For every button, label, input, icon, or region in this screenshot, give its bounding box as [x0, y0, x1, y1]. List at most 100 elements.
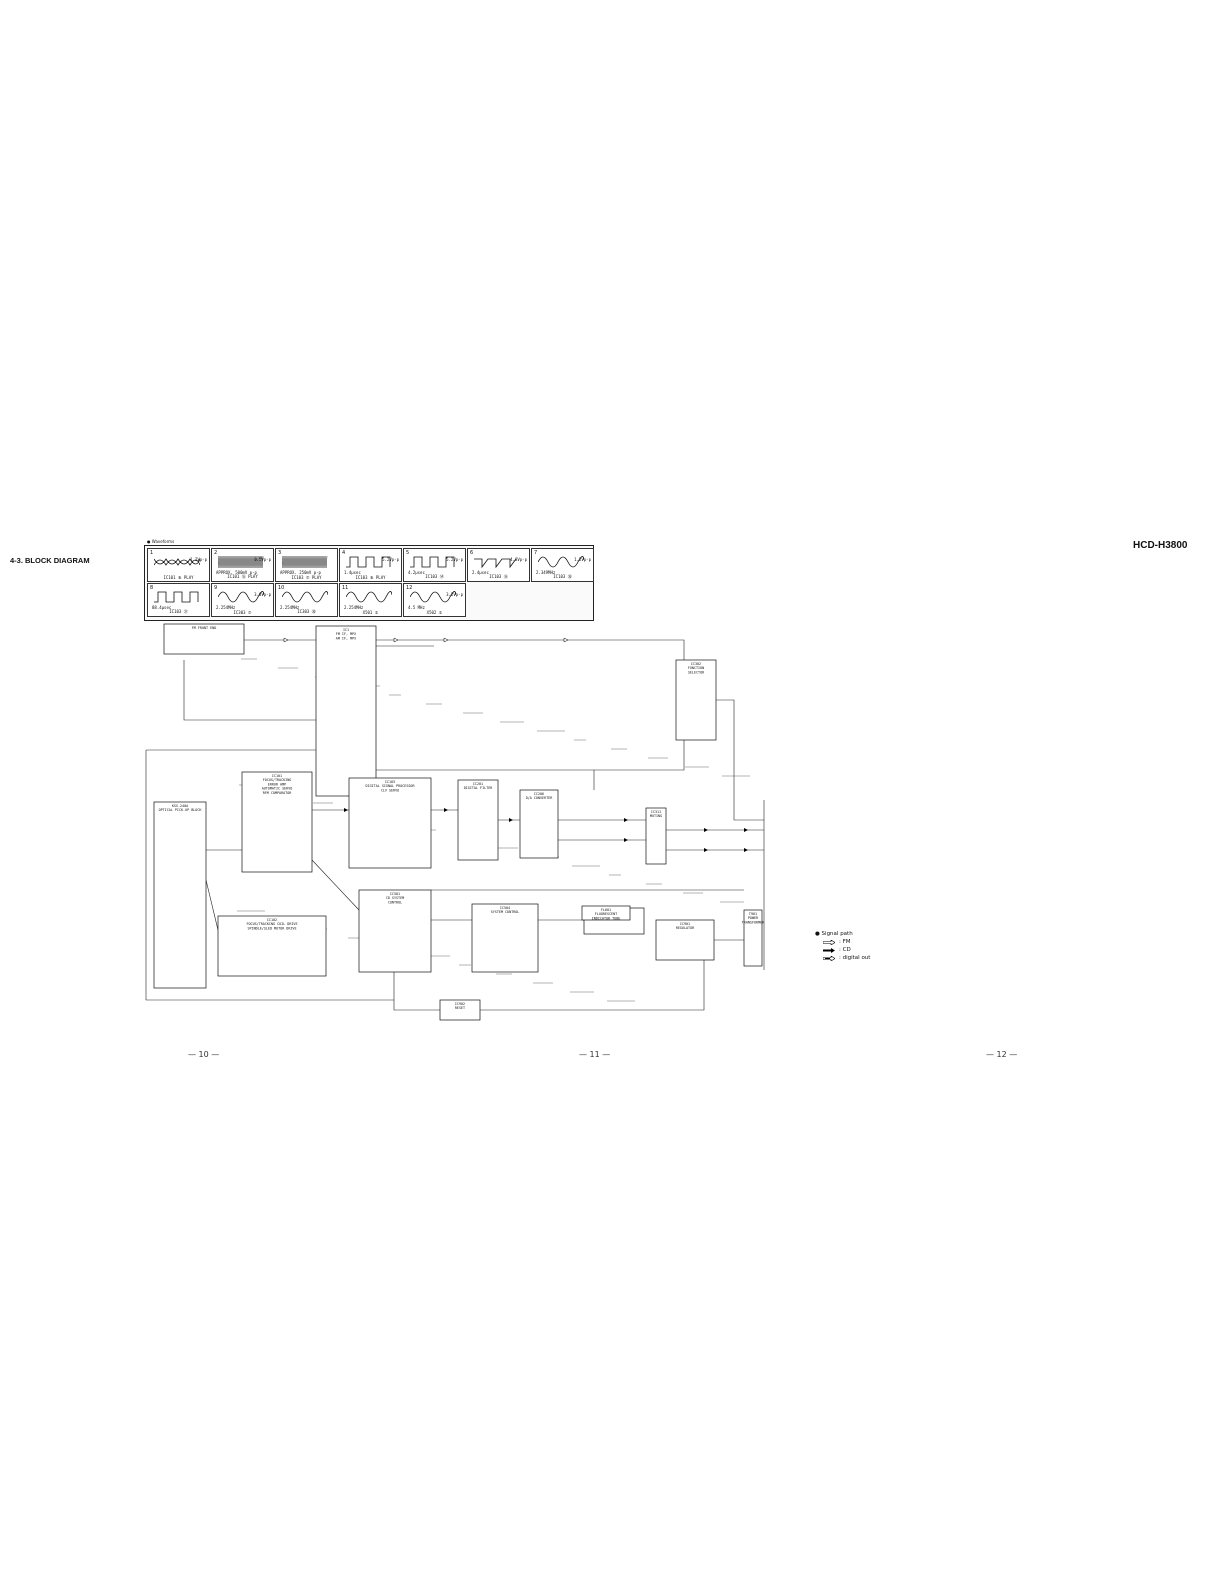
waveform-caption: X501 ① [362, 610, 379, 615]
waveform-number: 9 [214, 585, 218, 591]
signal-wire [183, 660, 264, 721]
page-number-left: — 10 — [188, 1050, 220, 1059]
waveform-caption: IC103 ⑲ [489, 574, 508, 579]
block-label: IC206 [534, 792, 544, 796]
block-label: AUTOMATIC SERVO [262, 787, 293, 791]
block-outline [217, 915, 327, 977]
waveform-period: 4.2μsec [408, 570, 425, 575]
page-number-right: — 12 — [986, 1050, 1018, 1059]
waveform-caption: IC101 ⑮ PLAY [227, 574, 258, 579]
signal-wire [376, 740, 685, 771]
block-label: DIGITAL FILTER [464, 786, 494, 790]
block-label: T901 [749, 912, 757, 916]
block-label: FLUORESCENT [595, 912, 617, 916]
block-label: RESET [455, 1006, 465, 1010]
waveform-trace [282, 555, 328, 569]
waveform-amplitude: 0.5Vp-p [254, 557, 271, 562]
cd-path-arrow [744, 848, 748, 852]
legend-item-fm: : FM [823, 938, 870, 946]
block-label: IC201 [473, 782, 483, 786]
signal-wire [145, 750, 394, 1001]
block-label: KSS-240A [172, 804, 188, 808]
waveform-period: APPROX. 500mV p-p [216, 570, 257, 575]
waveform-trace [346, 556, 391, 568]
block-outline [743, 909, 763, 967]
signal-wire [480, 960, 705, 1011]
block-label: IC311 [651, 810, 661, 814]
signal-path-legend: ● Signal path : FM : CD : digital out [815, 930, 870, 962]
block-label: DIGITAL SIGNAL PROCESSOR [366, 784, 416, 788]
legend-title: ● Signal path [815, 931, 853, 937]
waveform-caption: IC103 ⑳ [553, 574, 572, 579]
waveform-number: 5 [406, 550, 410, 556]
waveform-period: 2.4μsec [472, 570, 489, 575]
block-label: D/A CONVERTER [526, 796, 553, 800]
waveform-period: APPROX. 250mV p-p [280, 570, 321, 575]
model-number: HCD-H3800 [1133, 540, 1188, 551]
waveform-number: 2 [214, 550, 218, 556]
block-fm-front: FM FRONT END [163, 623, 245, 655]
block-outline [645, 807, 667, 865]
waveform-number: 12 [406, 585, 413, 591]
block-label: CD SYSTEM [386, 896, 404, 900]
cd-path-arrow [704, 828, 708, 832]
waveform-amplitude: 3.8Vp-p [254, 592, 271, 597]
legend-item-cd: : CD [823, 946, 870, 954]
block-label: FOCUS/TRACKING COIL DRIVE [246, 922, 297, 926]
waveform-caption: IC103 ⑦ PLAY [291, 575, 322, 580]
waveform-period: 2.254MHz [280, 605, 300, 610]
legend-label: : CD [839, 947, 851, 953]
arrow-digital-icon [823, 955, 835, 961]
block-outline [153, 801, 207, 989]
cd-path-arrow [344, 808, 348, 812]
block-label: IC501 [390, 892, 400, 896]
section-title: 4-3. BLOCK DIAGRAM [10, 556, 90, 565]
block-label: SPINDLE/SLED MOTOR DRIVE [248, 926, 297, 930]
block-label: IC102 [267, 918, 277, 922]
block-label: IC103 [385, 780, 395, 784]
block-label: IC901 [680, 922, 690, 926]
waveform-number: 8 [150, 585, 154, 591]
waveform-caption: IC103 ⑭ [425, 574, 444, 579]
waveform-trace [410, 556, 455, 568]
cd-path-arrow [624, 818, 628, 822]
waveform-amplitude: 3.2Vp-p [446, 592, 463, 597]
block-label: IC1 [343, 628, 349, 632]
waveform-heading: ● Waveforms [147, 539, 175, 544]
waveform-number: 7 [534, 550, 538, 556]
waveform-caption: IC303 ⑳ [297, 609, 316, 614]
waveform-number: 4 [342, 550, 346, 556]
waveform-period: 1.4μsec [344, 570, 361, 575]
waveform-number: 11 [342, 585, 349, 591]
waveform-caption: IC101 ⑧ PLAY [163, 575, 194, 580]
waveform-caption: IC303 ⑦ [233, 610, 252, 615]
block-label: FUNCTION [688, 666, 704, 670]
waveform-caption: IC103 ⑧ PLAY [355, 575, 386, 580]
signal-wire [716, 699, 764, 821]
cd-path-arrow [509, 818, 513, 822]
legend-label: : digital out [839, 955, 871, 961]
block-label: FOCUS/TRACKING [263, 778, 292, 782]
block-label: IC302 [691, 662, 701, 666]
block-label: FL601 [601, 908, 611, 912]
waveform-number: 3 [278, 550, 282, 556]
legend-label: : FM [839, 939, 851, 945]
cd-path-arrow [444, 808, 448, 812]
block-outline [348, 777, 432, 869]
block-label: OPTICAL PICK-UP BLOCK [159, 808, 203, 812]
fm-path-arrow [443, 637, 449, 643]
block-label: SELECTOR [688, 670, 705, 674]
waveform-number: 10 [278, 585, 285, 591]
